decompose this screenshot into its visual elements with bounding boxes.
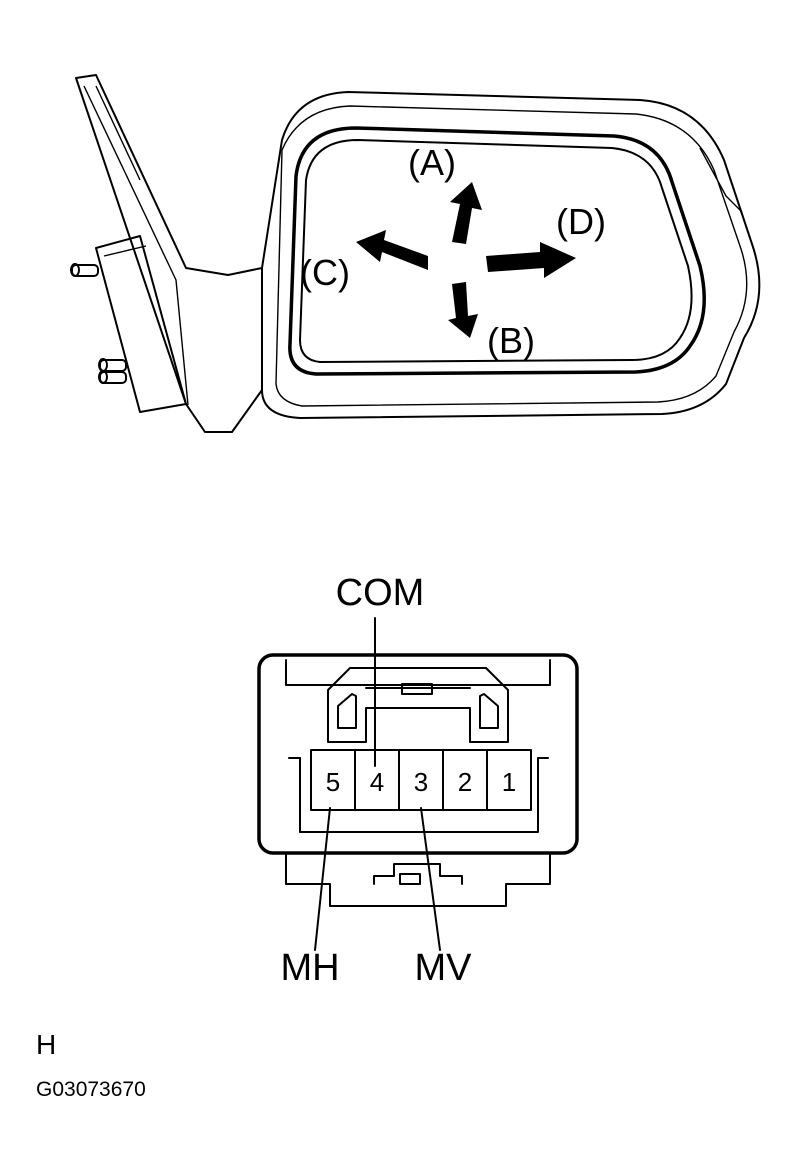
pin-number-4: 4 xyxy=(370,767,384,797)
arrow-up-icon xyxy=(450,182,482,244)
label-direction-right: (D) xyxy=(556,201,606,242)
label-direction-down: (B) xyxy=(487,320,535,361)
arrow-right-icon xyxy=(486,242,576,278)
mirror-base-plate xyxy=(95,235,187,413)
side-mirror-illustration xyxy=(70,74,761,433)
pin-number-1: 1 xyxy=(502,767,516,797)
figure-id: G03073670 xyxy=(36,1078,146,1101)
label-direction-left: (C) xyxy=(300,252,350,293)
pin-number-2: 2 xyxy=(458,767,472,797)
connector-lock-frame xyxy=(327,667,509,743)
mirror-glass xyxy=(299,139,693,363)
arrow-down-icon xyxy=(448,282,478,338)
mounting-stud-upper xyxy=(70,263,99,277)
connector-bottom-tab xyxy=(285,852,551,907)
mirror-housing-outer xyxy=(261,91,761,419)
mounting-stud-lower xyxy=(98,358,127,384)
mirror-glass-frame xyxy=(288,126,706,376)
mirror-adjust-arrows xyxy=(356,182,576,338)
connector-illustration xyxy=(257,653,579,907)
leader-line-mv xyxy=(420,807,441,951)
pin-number-5: 5 xyxy=(326,767,340,797)
arrow-left-icon xyxy=(356,230,428,270)
label-direction-up: (A) xyxy=(408,142,456,183)
signal-label-mv: MV xyxy=(415,947,473,989)
signal-label-mh: MH xyxy=(280,947,339,989)
pin-number-3: 3 xyxy=(414,767,428,797)
pin-cell-1 xyxy=(486,749,532,811)
leader-line-mh xyxy=(314,807,331,951)
signal-label-com: COM xyxy=(336,572,425,614)
section-letter: H xyxy=(36,1029,56,1060)
connector-body xyxy=(257,653,579,855)
